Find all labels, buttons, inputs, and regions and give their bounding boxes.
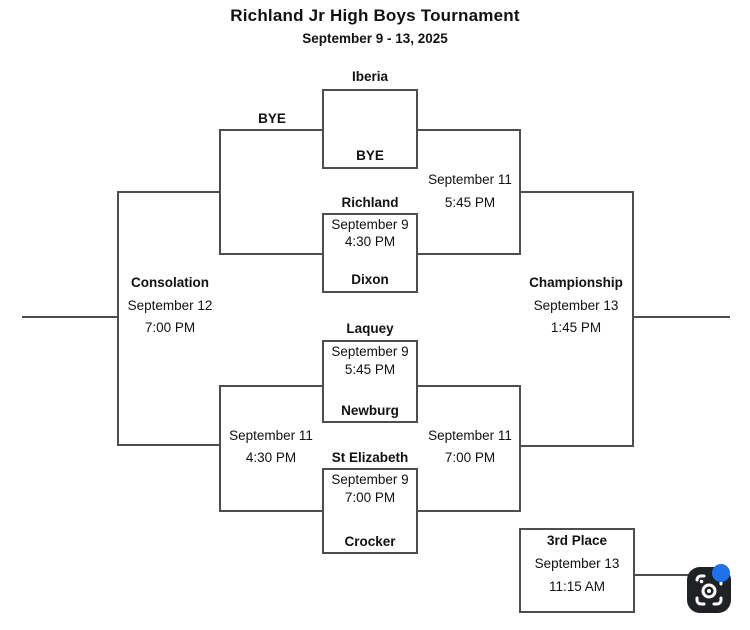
connector-game3-loser [219, 385, 324, 387]
semifinal2-date: September 11 [428, 428, 512, 443]
connector-semifinal1-winner [519, 191, 634, 193]
connector-game1-winner [416, 129, 520, 131]
consolation-date: September 12 [127, 298, 213, 313]
team-dixon: Dixon [351, 272, 389, 287]
bracket-semifinal2 [519, 385, 521, 512]
game4-time: 7:00 PM [344, 490, 396, 505]
team-stelizabeth: St Elizabeth [331, 450, 409, 465]
notification-dot [712, 564, 730, 582]
game2-date: September 9 [331, 217, 409, 232]
semifinal2-time: 7:00 PM [444, 450, 496, 465]
bracket-championship [632, 191, 634, 447]
championship-label: Championship [529, 275, 623, 290]
bracket-semifinal1 [519, 129, 521, 255]
championship-time: 1:45 PM [550, 320, 602, 335]
team-iberia: Iberia [351, 69, 389, 84]
third-place-label: 3rd Place [546, 533, 608, 548]
consolation-semifinal-time: 4:30 PM [245, 450, 297, 465]
bracket-left-bottom [219, 385, 221, 512]
championship-date: September 13 [533, 298, 619, 313]
team-laquey: Laquey [346, 321, 394, 336]
team-newburg: Newburg [341, 403, 399, 418]
connector-semifinal2-winner [519, 445, 634, 447]
third-place-box [519, 528, 635, 613]
game3-time: 5:45 PM [344, 362, 396, 377]
connector-game3-winner [416, 385, 520, 387]
page-subtitle: September 9 - 13, 2025 [302, 31, 448, 46]
connector-game2-winner [416, 253, 520, 255]
screenshot-search-button[interactable] [686, 564, 734, 614]
connector-third-place-winner [634, 574, 690, 576]
bracket-left-top [219, 129, 221, 255]
game3-date: September 9 [331, 344, 409, 359]
bracket-consolation [117, 191, 119, 446]
page-title: Richland Jr High Boys Tournament [230, 6, 520, 25]
consolation-time: 7:00 PM [144, 320, 196, 335]
consolation-label: Consolation [131, 275, 209, 290]
connector-consolation-winner [22, 316, 119, 318]
connector-game4-loser [219, 510, 324, 512]
connector-bye-loser [219, 129, 324, 131]
third-place-date: September 13 [534, 556, 620, 571]
bye-advance-label: BYE [258, 111, 286, 126]
consolation-semifinal-date: September 11 [229, 428, 313, 443]
team-richland: Richland [341, 195, 399, 210]
matchup-box-laquey-newburg [322, 340, 418, 423]
team-bye: BYE [356, 148, 384, 163]
semifinal1-date: September 11 [428, 172, 512, 187]
connector-consolation-top-arm [117, 191, 221, 193]
connector-consolation-bottom-arm [117, 444, 221, 446]
connector-game4-winner [416, 510, 520, 512]
third-place-time: 11:15 AM [548, 579, 606, 594]
game4-date: September 9 [331, 472, 409, 487]
game2-time: 4:30 PM [344, 234, 396, 249]
semifinal1-time: 5:45 PM [444, 195, 496, 210]
team-crocker: Crocker [344, 534, 396, 549]
connector-championship-winner [632, 316, 730, 318]
connector-game2-loser [219, 253, 324, 255]
